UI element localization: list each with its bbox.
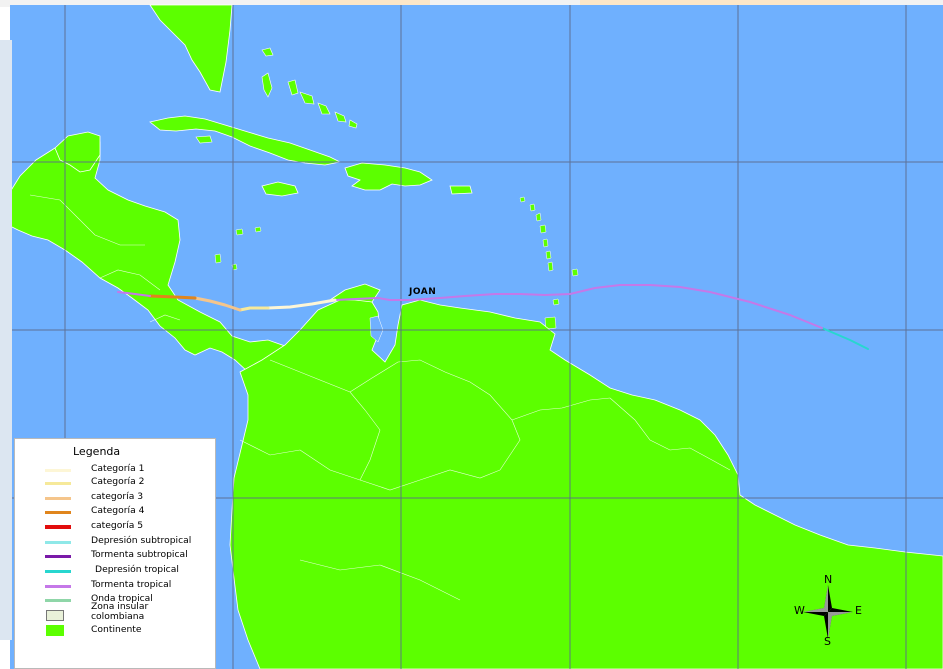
hurricane-track-joan (117, 284, 869, 350)
cuba (149, 115, 342, 166)
legend-label: Categoría 4 (91, 505, 145, 516)
legend-label: categoría 3 (91, 491, 144, 502)
track-segment-category-4 (148, 294, 197, 300)
compass-rose: N S W E (793, 573, 863, 648)
legend-label: Tormenta subtropical (91, 549, 188, 560)
track-segment-landfall (117, 291, 151, 297)
track-segment-category-1 (266, 298, 337, 310)
legend-line-symbol (45, 469, 71, 472)
country-borders (29, 194, 731, 601)
legend-item: Categoría 4 (15, 505, 215, 519)
legend-line-symbol (45, 541, 71, 544)
compass-west: W (794, 604, 805, 617)
legend-label: Categoría 2 (91, 476, 145, 487)
legend-line-symbol (45, 555, 71, 558)
top-tab-right (580, 0, 860, 5)
lesser-antilles (214, 196, 579, 330)
legend-line-symbol (45, 482, 71, 485)
bahamas (261, 47, 358, 129)
florida (149, 4, 233, 93)
legend-label: Depresión tropical (95, 564, 179, 575)
compass-star-icon (803, 585, 853, 639)
left-panel-strip (0, 40, 12, 640)
track-segment-category-3 (193, 296, 242, 312)
legend-line-symbol (45, 497, 71, 500)
lake-maracaibo (369, 315, 384, 343)
legend-line-symbol (45, 511, 71, 514)
legend-item: categoría 5 (15, 520, 215, 534)
track-segment-tropical-storm (334, 284, 823, 329)
legend-item: Continente (15, 624, 215, 638)
legend-item: Onda tropical (15, 593, 215, 607)
jamaica (261, 181, 299, 197)
track-segment-category-2 (238, 306, 270, 312)
legend-line-symbol (45, 570, 71, 573)
legend-item: Zona insular colombiana (15, 602, 215, 626)
legend-item: Depresión subtropical (15, 535, 215, 549)
legend-item: categoría 3 (15, 491, 215, 505)
legend-label: Continente (91, 624, 142, 635)
compass-south: S (824, 635, 831, 648)
legend-item: Tormenta subtropical (15, 549, 215, 563)
legend-line-symbol (45, 599, 71, 602)
track-segment-tropical-depression (821, 327, 869, 350)
legend-box-symbol (46, 610, 64, 621)
legend-item: Tormenta tropical (15, 579, 215, 593)
legend-title: Legenda (73, 445, 121, 458)
legend-label: Zona insular colombiana (91, 601, 149, 622)
map-legend: Legenda Categoría 1 Categoría 2 categorí… (14, 438, 216, 669)
isla-de-la-juventud (195, 135, 213, 144)
compass-north: N (824, 573, 833, 586)
legend-item: Categoría 2 (15, 476, 215, 490)
top-strip (0, 0, 943, 7)
legend-label: Tormenta tropical (91, 579, 172, 590)
compass-east: E (855, 604, 862, 617)
legend-line-symbol (45, 585, 71, 588)
legend-label: Depresión subtropical (91, 535, 192, 546)
legend-item: Depresión tropical (15, 564, 215, 578)
legend-label: categoría 5 (91, 520, 144, 531)
legend-box-symbol (46, 625, 64, 636)
legend-line-symbol (45, 525, 71, 529)
legend-label: Onda tropical (91, 593, 153, 604)
puerto-rico (449, 185, 473, 195)
top-tab-left (300, 0, 430, 5)
storm-name-label: JOAN (409, 287, 437, 297)
legend-label: Categoría 1 (91, 463, 145, 474)
legend-item: Categoría 1 (15, 463, 215, 477)
hispaniola (344, 162, 433, 191)
